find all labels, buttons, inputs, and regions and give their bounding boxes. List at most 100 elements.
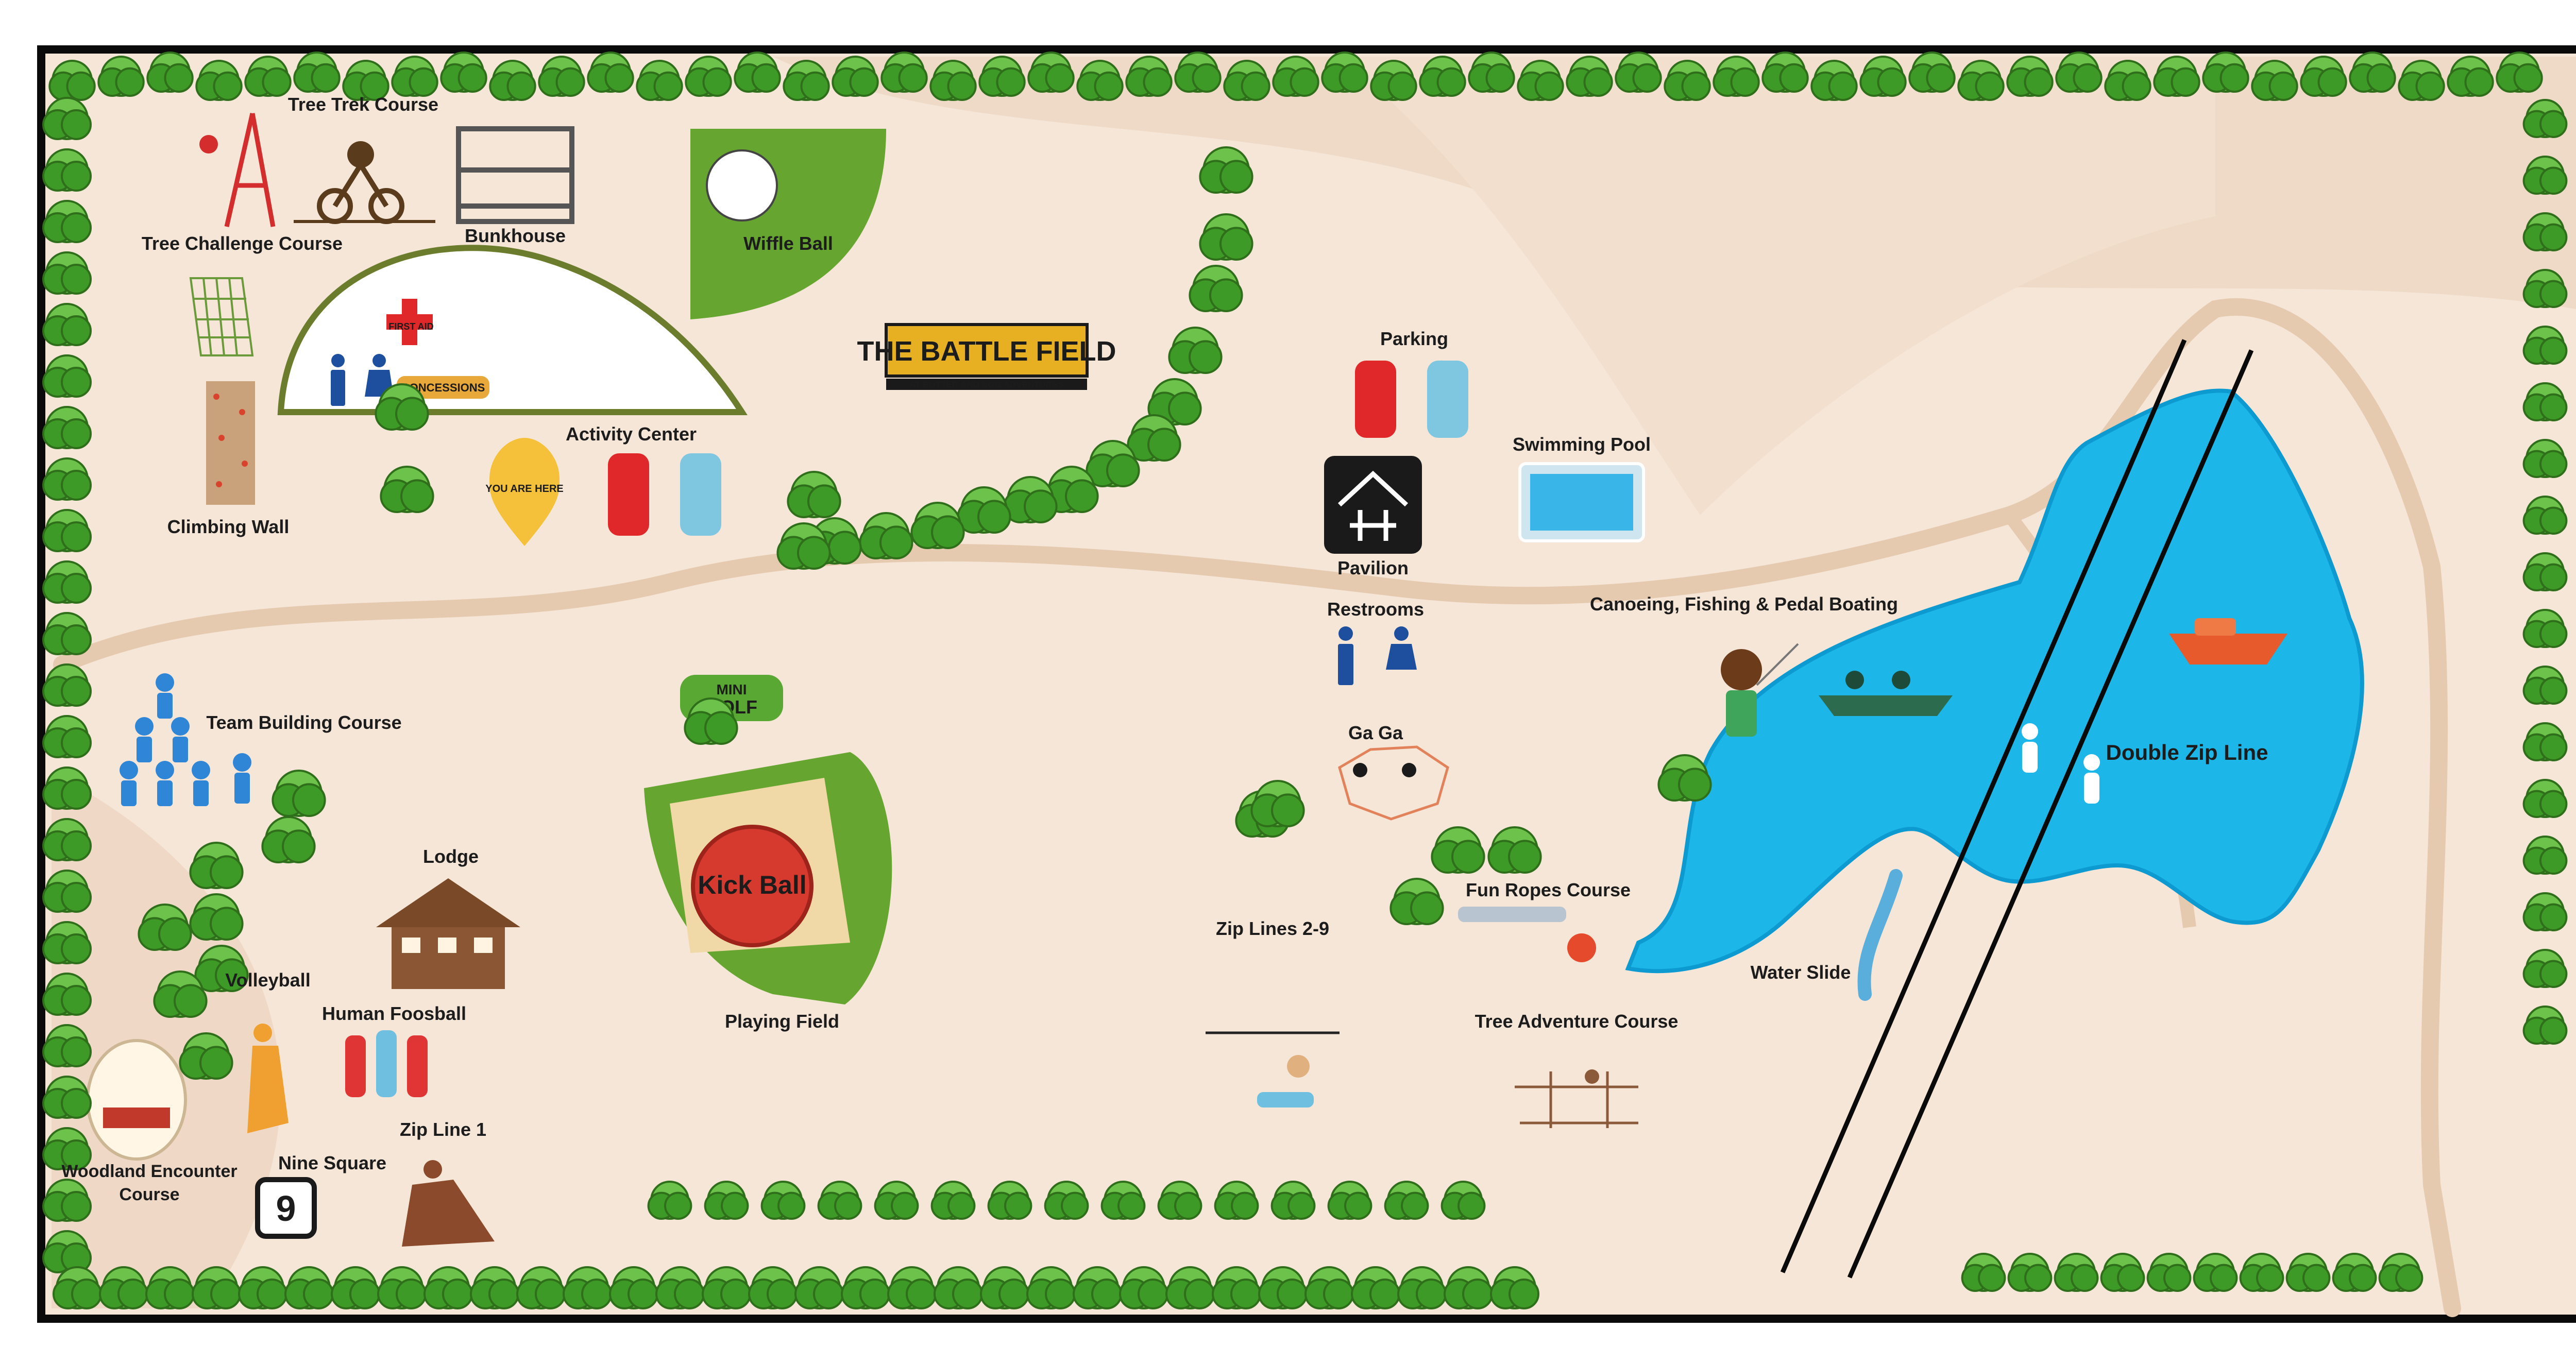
tree-icon bbox=[2522, 439, 2568, 478]
tree-adventure-icon bbox=[1515, 1071, 1638, 1128]
tree-icon bbox=[1174, 52, 1222, 93]
team-building-icon bbox=[120, 673, 251, 806]
tree-icon bbox=[192, 1266, 241, 1309]
tree-icon bbox=[2193, 1253, 2238, 1292]
label-human-foosball: Human Foosball bbox=[322, 1003, 466, 1024]
label-lodge: Lodge bbox=[423, 846, 479, 867]
pool-water bbox=[1530, 474, 1633, 531]
tree-icon bbox=[704, 1181, 749, 1220]
location-pin-icon bbox=[489, 438, 560, 546]
label-nine-square: Nine Square bbox=[278, 1152, 386, 1173]
tree-icon bbox=[2055, 52, 2103, 93]
tree-icon bbox=[1127, 414, 1181, 462]
label-water-slide: Water Slide bbox=[1751, 962, 1851, 983]
tree-icon bbox=[1384, 1181, 1429, 1220]
tree-icon bbox=[42, 1230, 92, 1273]
tree-icon bbox=[189, 842, 244, 889]
tree-icon bbox=[636, 60, 683, 101]
car-icon bbox=[608, 453, 721, 536]
tree-icon bbox=[1517, 60, 1564, 101]
tree-icon bbox=[1100, 1181, 1146, 1220]
water-slide bbox=[1857, 869, 1903, 1001]
label-bunkhouse: Bunkhouse bbox=[465, 225, 566, 246]
label-pavilion: Pavilion bbox=[1337, 557, 1409, 578]
tree-icon bbox=[2522, 496, 2568, 535]
tree-icon bbox=[874, 1181, 919, 1220]
tree-icon bbox=[261, 816, 316, 863]
zip-rider-icon bbox=[2022, 723, 2100, 804]
tree-icon bbox=[440, 52, 487, 93]
kick-ball-label: Kick Ball bbox=[698, 871, 806, 899]
tree-icon bbox=[2522, 722, 2568, 762]
tree-icon bbox=[1487, 826, 1542, 874]
tree-icon bbox=[685, 56, 732, 97]
label-parking: Parking bbox=[1380, 328, 1448, 349]
nine-square-icon bbox=[255, 1177, 317, 1239]
label-zip-lines-2-9: Zip Lines 2-9 bbox=[1216, 918, 1329, 939]
tree-icon bbox=[2496, 52, 2543, 93]
tree-icon bbox=[957, 486, 1011, 534]
tree-icon bbox=[2349, 52, 2396, 93]
tree-icon bbox=[930, 1181, 976, 1220]
lodge-icon bbox=[376, 878, 520, 989]
tree-icon bbox=[2522, 99, 2568, 139]
wiffle-ball-icon bbox=[706, 149, 778, 222]
tree-icon bbox=[1713, 56, 1760, 97]
tree-icon bbox=[97, 56, 145, 97]
tree-icon bbox=[1327, 1181, 1372, 1220]
tree-icon bbox=[331, 1266, 380, 1309]
tree-icon bbox=[375, 383, 429, 431]
label-tree-challenge-course: Tree Challenge Course bbox=[142, 233, 343, 254]
tree-icon bbox=[783, 60, 830, 101]
tree-icon bbox=[1250, 780, 1305, 827]
tree-icon bbox=[293, 52, 341, 93]
tree-icon bbox=[1214, 1181, 1259, 1220]
tree-icon bbox=[2251, 60, 2298, 101]
tree-icon bbox=[1212, 1266, 1261, 1309]
tree-icon bbox=[42, 1127, 92, 1170]
tree-icon bbox=[776, 522, 831, 570]
tree-icon bbox=[470, 1266, 519, 1309]
zip-line-1-icon bbox=[402, 1160, 495, 1247]
ground-shade bbox=[1340, 57, 2215, 515]
tree-icon bbox=[99, 1266, 148, 1309]
parking-car-icon bbox=[1355, 361, 1468, 438]
battlefield-subtitle: AT BUTTER AND EGG ADVENTURES bbox=[909, 380, 1064, 389]
tree-icon bbox=[2332, 1253, 2377, 1292]
tree-icon bbox=[1859, 56, 1907, 97]
label-you-are-here: YOU ARE HERE bbox=[485, 483, 564, 495]
tree-icon bbox=[1321, 52, 1368, 93]
tree-icon bbox=[42, 663, 92, 707]
tree-icon bbox=[42, 354, 92, 398]
tree-icon bbox=[702, 1266, 751, 1309]
label-restrooms: Restrooms bbox=[1327, 599, 1424, 620]
tree-icon bbox=[53, 1266, 102, 1309]
ga-ga-pit bbox=[1338, 745, 1449, 821]
tree-icon bbox=[684, 697, 738, 745]
tree-icon bbox=[563, 1266, 612, 1309]
tree-icon bbox=[42, 509, 92, 552]
tree-icon bbox=[48, 60, 96, 101]
restroom-sign-icon bbox=[1338, 626, 1417, 685]
canoe-icon bbox=[1819, 671, 1953, 716]
label-tree-adventure-course: Tree Adventure Course bbox=[1475, 1011, 1679, 1032]
tree-icon bbox=[1189, 265, 1243, 313]
tree-adventure-person-icon bbox=[1585, 1069, 1599, 1084]
mini-golf-top: MINI bbox=[716, 682, 747, 697]
tree-icon bbox=[1270, 1181, 1316, 1220]
tree-icon bbox=[2285, 1253, 2331, 1292]
label-wiffle-ball: Wiffle Ball bbox=[743, 233, 833, 254]
tree-icon bbox=[1223, 60, 1270, 101]
tree-trek-rider-icon bbox=[347, 141, 374, 168]
tree-icon bbox=[1566, 56, 1613, 97]
climbing-wall-icon bbox=[206, 381, 255, 505]
tree-icon bbox=[1468, 52, 1515, 93]
boat-icon bbox=[2169, 618, 2287, 665]
bunkbed-icon bbox=[456, 126, 574, 224]
tree-icon bbox=[1086, 440, 1140, 488]
label-zip-line-1: Zip Line 1 bbox=[400, 1119, 486, 1140]
label-woodland-encounter: Woodland Encounter bbox=[61, 1162, 237, 1181]
tree-icon bbox=[377, 1266, 427, 1309]
tree-icon bbox=[2522, 382, 2568, 421]
lake bbox=[1625, 388, 2364, 974]
